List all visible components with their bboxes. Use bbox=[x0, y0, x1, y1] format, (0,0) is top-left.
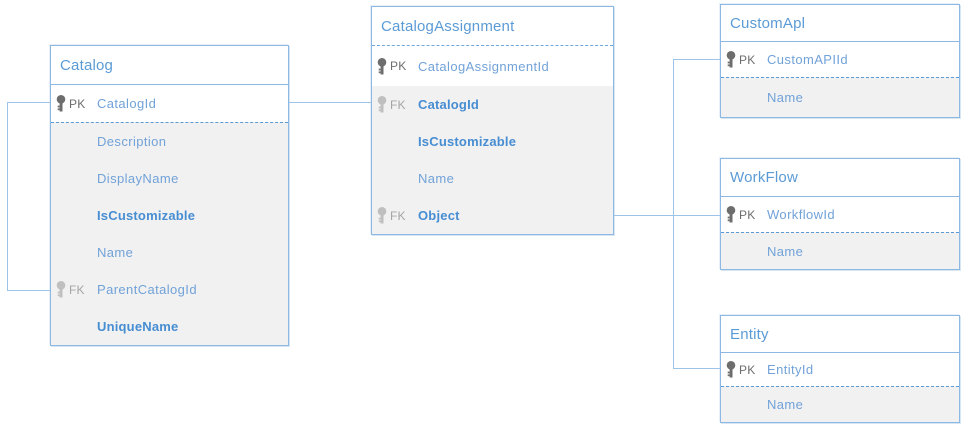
key-icon bbox=[377, 57, 387, 74]
pk-section: PK CatalogAssignmentId bbox=[372, 46, 613, 86]
key-icon bbox=[726, 206, 736, 223]
pk-section: PK WorkflowId bbox=[721, 197, 959, 232]
field-name: Name bbox=[767, 397, 804, 412]
key-cell: PK bbox=[372, 57, 418, 75]
key-icon bbox=[377, 207, 387, 224]
table-workflow: WorkFlow PK WorkflowId Name bbox=[720, 158, 960, 270]
field-row: Name bbox=[721, 387, 959, 422]
key-cell: PK bbox=[721, 361, 767, 378]
field-name: Name bbox=[97, 245, 134, 260]
relationship-line-customapi-stub bbox=[673, 59, 720, 60]
key-cell: FK bbox=[372, 207, 418, 224]
pk-field-row: PK WorkflowId bbox=[721, 197, 959, 232]
key-cell: PK bbox=[721, 51, 767, 68]
key-badge: PK bbox=[739, 207, 756, 222]
table-title-text: Catalog bbox=[60, 56, 114, 74]
relationship-line-catalog-catalogassignment bbox=[289, 102, 371, 103]
key-cell: PK bbox=[721, 206, 767, 223]
relationship-line-entity-stub bbox=[673, 368, 720, 369]
relationship-line-vertical-trunk bbox=[673, 59, 674, 369]
fk-field-row: FK CatalogId bbox=[372, 86, 613, 123]
fields-section: Name bbox=[721, 77, 959, 117]
field-name: UniqueName bbox=[97, 319, 179, 334]
relationship-line-catalog-self-bottom bbox=[7, 290, 50, 291]
field-name: CatalogId bbox=[97, 96, 157, 111]
field-row: Name bbox=[721, 78, 959, 117]
pk-field-row: PK CustomAPIId bbox=[721, 42, 959, 77]
table-title-text: CustomApl bbox=[730, 14, 806, 32]
key-cell: PK bbox=[51, 95, 97, 112]
field-row: Name bbox=[721, 233, 959, 269]
field-name: EntityId bbox=[767, 362, 814, 377]
pk-section: PK CatalogId bbox=[51, 85, 288, 122]
key-icon bbox=[377, 96, 387, 113]
fk-field-row: FK ParentCatalogId bbox=[51, 271, 288, 308]
relationship-line-catalogassignment-workflow bbox=[614, 215, 720, 216]
field-row: IsCustomizable bbox=[51, 197, 288, 234]
field-name: Description bbox=[97, 134, 167, 149]
table-title-text: WorkFlow bbox=[730, 169, 798, 186]
fk-field-row: FK Object bbox=[372, 197, 613, 234]
field-row: IsCustomizable bbox=[372, 123, 613, 160]
field-row: Name bbox=[372, 160, 613, 197]
table-catalog: Catalog PK CatalogId Description Display… bbox=[50, 45, 289, 346]
field-name: CatalogId bbox=[418, 97, 480, 112]
pk-field-row: PK CatalogAssignmentId bbox=[372, 46, 613, 86]
table-catalogassignment: CatalogAssignment PK CatalogAssignmentId… bbox=[371, 6, 614, 235]
pk-field-row: PK CatalogId bbox=[51, 85, 288, 122]
table-entity: Entity PK EntityId Name bbox=[720, 315, 960, 423]
table-title: Entity bbox=[721, 316, 959, 353]
key-badge: PK bbox=[739, 52, 756, 67]
pk-section: PK CustomAPIId bbox=[721, 42, 959, 77]
key-badge: FK bbox=[390, 208, 406, 223]
key-badge: PK bbox=[69, 96, 86, 111]
key-icon bbox=[726, 51, 736, 68]
field-row: UniqueName bbox=[51, 308, 288, 345]
fields-section: Name bbox=[721, 386, 959, 422]
key-cell: FK bbox=[372, 96, 418, 113]
field-row: Description bbox=[51, 123, 288, 160]
field-name: Name bbox=[767, 243, 804, 259]
table-title: Catalog bbox=[51, 46, 288, 85]
table-customapi: CustomApl PK CustomAPIId Name bbox=[720, 4, 960, 118]
key-badge: FK bbox=[69, 282, 85, 297]
field-name: WorkflowId bbox=[767, 207, 836, 222]
field-row: DisplayName bbox=[51, 160, 288, 197]
key-badge: PK bbox=[739, 362, 756, 377]
key-icon bbox=[56, 95, 66, 112]
table-title-text: CatalogAssignment bbox=[381, 17, 515, 35]
fields-section: Name bbox=[721, 232, 959, 269]
field-name: DisplayName bbox=[97, 171, 179, 186]
field-name: Name bbox=[418, 171, 455, 186]
table-title: CatalogAssignment bbox=[372, 7, 613, 46]
field-name: CatalogAssignmentId bbox=[418, 58, 550, 74]
field-name: IsCustomizable bbox=[97, 208, 196, 223]
field-name: Name bbox=[767, 90, 804, 105]
table-title-text: Entity bbox=[730, 325, 769, 343]
key-badge: PK bbox=[390, 59, 407, 73]
fields-section: FK CatalogId IsCustomizable Name FK Obje… bbox=[372, 86, 613, 234]
relationship-line-catalog-self-top bbox=[7, 102, 50, 103]
field-name: CustomAPIId bbox=[767, 52, 848, 67]
key-icon bbox=[56, 281, 66, 298]
pk-field-row: PK EntityId bbox=[721, 353, 959, 386]
field-name: IsCustomizable bbox=[418, 134, 517, 149]
field-name: ParentCatalogId bbox=[97, 282, 197, 297]
pk-section: PK EntityId bbox=[721, 353, 959, 386]
fields-section: Description DisplayName IsCustomizable N… bbox=[51, 122, 288, 345]
field-name: Object bbox=[418, 208, 460, 223]
key-icon bbox=[726, 361, 736, 378]
key-badge: FK bbox=[390, 97, 406, 112]
relationship-line-catalog-self-vertical bbox=[7, 102, 8, 291]
key-cell: FK bbox=[51, 281, 97, 298]
field-row: Name bbox=[51, 234, 288, 271]
table-title: CustomApl bbox=[721, 5, 959, 42]
table-title: WorkFlow bbox=[721, 159, 959, 197]
